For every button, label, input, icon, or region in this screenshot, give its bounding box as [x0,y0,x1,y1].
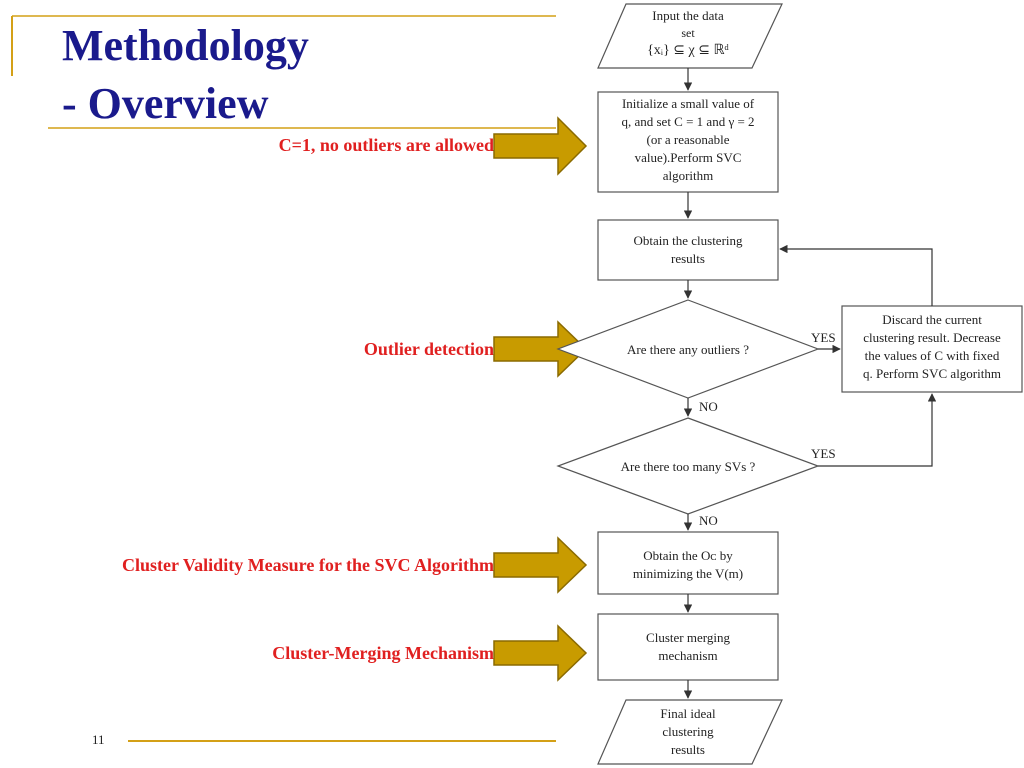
flow-oc-text-1: Obtain the Oᴄ by [643,548,733,563]
flow-init-text-5: algorithm [663,168,714,183]
flow-obtain-text-1: Obtain the clustering [633,233,743,248]
flow-obtain-box [597,219,779,281]
flow-init-text-3: (or a reasonable [646,132,729,147]
flow-merge-text-1: Cluster merging [646,630,730,645]
page-title-line-1: Methodology [62,21,309,70]
page-title-line-2: - Overview [62,79,269,128]
flow-oc-text-2: minimizing the V(m) [633,566,743,581]
flow-connector-loop [779,244,933,306]
flow-final-text-3: results [671,742,705,757]
flow-outliers-text: Are there any outliers ? [627,342,749,357]
flow-final-text-1: Final ideal [660,706,716,721]
flow-discard-text-3: the values of C with fixed [865,348,1000,363]
flow-no-label: NO [699,513,718,528]
flow-no-label: NO [699,399,718,414]
flow-init-text-2: q, and set C = 1 and γ = 2 [621,114,754,129]
flow-input-box [597,3,783,69]
flow-yes-label: YES [811,446,836,461]
flow-init-text-1: Initialize a small value of [622,96,755,111]
callout-arrow-validity [493,536,588,594]
flow-yes-label: YES [811,330,836,345]
flow-init-box [597,91,779,193]
flow-final-text-2: clustering [662,724,714,739]
flow-discard-box [841,305,1023,393]
callout-label-c1: C=1, no outliers are allowed [278,135,494,155]
flow-merge-text-2: mechanism [658,648,717,663]
flow-merge-box [597,613,779,681]
flow-discard-text-4: q. Perform SVC algorithm [863,366,1001,381]
flow-input-text-1: Input the data [652,8,724,23]
page-number: 11 [92,732,105,747]
callout-label-validity: Cluster Validity Measure for the SVC Alg… [122,555,494,575]
callout-label-outlier: Outlier detection [363,339,494,359]
callout-arrow-merging [493,624,588,682]
flow-discard-text-1: Discard the current [882,312,982,327]
flow-oc-box [597,531,779,595]
callout-arrow-outlier [493,320,588,378]
flow-svs-text: Are there too many SVs ? [621,459,756,474]
flow-input-text-3: {xᵢ} ⊆ χ ⊆ ℝᵈ [647,43,729,58]
callout-arrow-c1 [493,116,588,176]
callout-label-merging: Cluster-Merging Mechanism [272,643,494,663]
flow-connector-yes-svs [818,393,937,467]
flow-discard-text-2: clustering result. Decrease [863,330,1001,345]
flow-input-text-2: set [681,26,695,40]
flow-obtain-text-2: results [671,251,705,266]
flow-init-text-4: value).Perform SVC [635,150,742,165]
flow-final-box [597,699,783,765]
